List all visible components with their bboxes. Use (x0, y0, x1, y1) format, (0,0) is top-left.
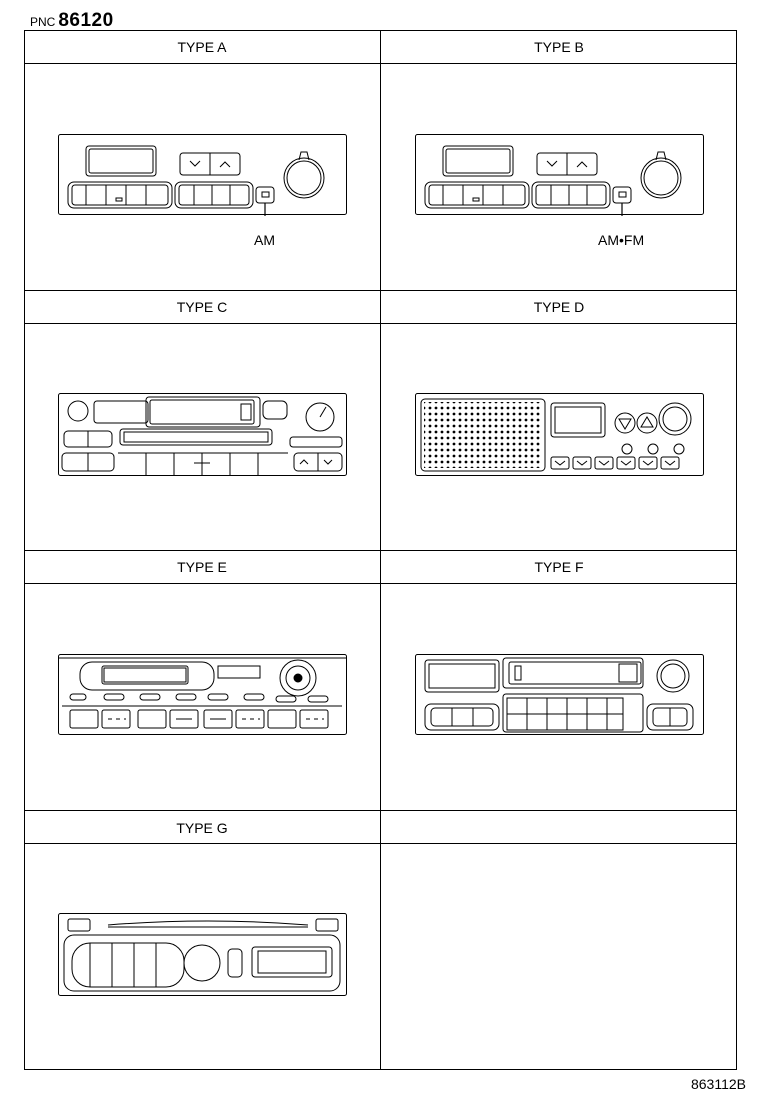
type-c-title: TYPE C (176, 299, 228, 315)
radio-type-a-icon (58, 134, 348, 216)
grid-line (24, 63, 737, 64)
type-a-title: TYPE A (177, 39, 227, 55)
grid-line (24, 583, 737, 584)
radio-speaker-type-d-icon (415, 393, 705, 477)
type-f-title: TYPE F (534, 559, 584, 575)
radio-type-e-icon (58, 654, 348, 736)
radio-cassette-type-f-icon (415, 654, 705, 736)
type-d-title: TYPE D (533, 299, 585, 315)
radio-cassette-type-c-icon (58, 393, 348, 477)
type-e-title: TYPE E (177, 559, 227, 575)
reference-code: 863112B (690, 1076, 746, 1092)
am-callout-label: AM (254, 232, 275, 248)
radio-type-b-icon (415, 134, 705, 216)
pnc-label: PNC (30, 15, 56, 29)
pnc-number: 86120 (58, 10, 114, 31)
type-b-title: TYPE B (534, 39, 584, 55)
type-g-title: TYPE G (176, 820, 228, 836)
grid-line (24, 843, 737, 844)
am-fm-callout-label: AM•FM (598, 232, 645, 248)
grid-line (24, 290, 737, 291)
grid-line (24, 550, 737, 551)
grid-line (24, 810, 737, 811)
radio-cd-type-g-icon (58, 913, 348, 997)
grid-line (24, 323, 737, 324)
